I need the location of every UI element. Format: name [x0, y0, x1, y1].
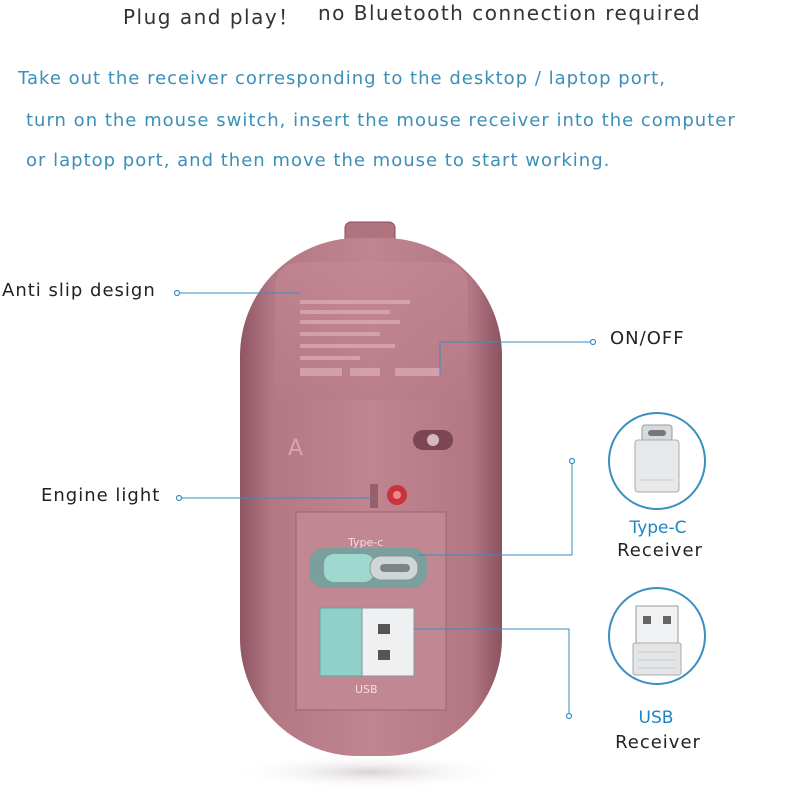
usb-receiver-subtitle: Receiver	[615, 732, 701, 753]
typec-receiver-subtitle: Receiver	[617, 540, 703, 561]
anti-slip-panel	[275, 262, 468, 400]
callout-engine-light: Engine light	[41, 485, 161, 506]
mouse-letter-a: A	[288, 436, 303, 461]
instruction-line-2: turn on the mouse switch, insert the mou…	[26, 110, 736, 131]
mouse-shadow	[230, 754, 510, 790]
callout-dots	[173, 289, 597, 720]
type-c-connector-icon	[608, 412, 706, 510]
usb-slot-label: USB	[355, 683, 378, 696]
usb-receiver-body	[319, 607, 365, 677]
callout-on-off: ON/OFF	[610, 328, 685, 349]
regulatory-text	[300, 300, 440, 376]
typec-slot-label: Type-c	[347, 536, 383, 549]
instruction-line-1: Take out the receiver corresponding to t…	[18, 68, 666, 89]
usb-connector-icon	[608, 587, 706, 685]
header: Plug and play！ no Bluetooth connection r…	[0, 0, 800, 32]
typec-receiver-title: Type-C	[629, 518, 687, 538]
instruction-line-3: or laptop port, and then move the mouse …	[26, 150, 611, 171]
callout-anti-slip: Anti slip design	[2, 280, 156, 301]
header-title-right: no Bluetooth connection required	[318, 1, 702, 25]
header-title-left: Plug and play！	[123, 5, 300, 29]
callout-lines	[177, 292, 591, 714]
usb-receiver-plug	[361, 607, 415, 677]
usb-receiver-title: USB	[638, 708, 674, 728]
